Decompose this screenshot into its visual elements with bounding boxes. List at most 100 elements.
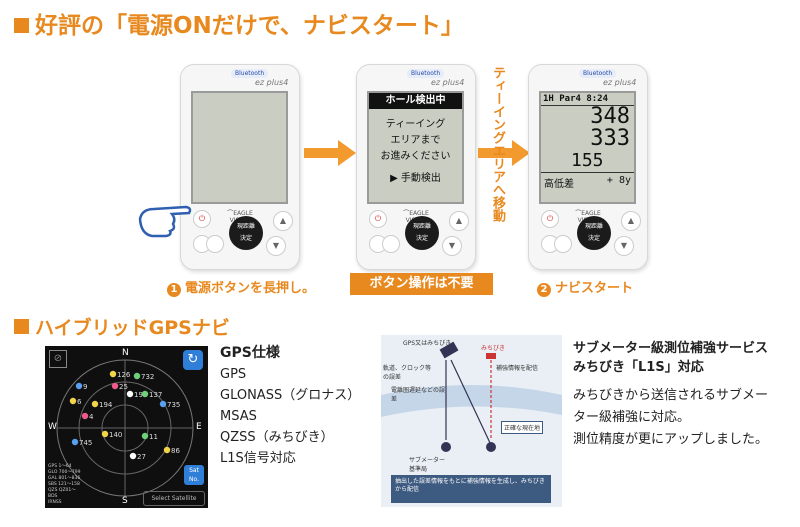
diagram-label: 正確な現在地 (501, 421, 544, 434)
signal-icon[interactable]: ⊘ (49, 350, 67, 368)
up-button: ▲ (273, 211, 293, 231)
down-button: ▼ (266, 236, 286, 256)
satellite-label: 86 (171, 447, 180, 455)
compass-n: N (122, 348, 129, 358)
satellite-label: 6 (77, 398, 82, 406)
satellite-dot (111, 382, 119, 390)
satellite-dot (101, 430, 109, 438)
satellite-label: 199 (134, 391, 147, 399)
move-to-teeing-text: ティーイングエリアへ移動 (490, 66, 505, 222)
down-button: ▼ (614, 236, 634, 256)
satellite-dot (133, 372, 141, 380)
bluetooth-badge: Bluetooth (579, 69, 617, 78)
satellite-label: 140 (109, 431, 122, 439)
satellite-label: 745 (79, 439, 92, 447)
gps-spec: GPS仕様 GPS GLONASS（グロナス） MSAS QZSS（みちびき） … (220, 343, 360, 469)
square-bullet-icon (14, 319, 29, 334)
satellite-dot (163, 446, 171, 454)
satellite-label: 735 (167, 401, 180, 409)
satellite-label: 732 (141, 373, 154, 381)
spec-title: GPS仕様 (220, 345, 280, 361)
refresh-icon[interactable]: ↻ (183, 350, 203, 370)
arrow-right-icon (304, 140, 356, 166)
diagram-label: GPS又はみちびき (403, 340, 452, 347)
satellite-dot (75, 382, 83, 390)
jog-dial: 現距離決定 (577, 216, 611, 250)
satellite-dot (141, 432, 149, 440)
legend-item: GAL 801～836 (48, 476, 81, 481)
l1s-description: サブメーター級測位補強サービス みちびき「L1S」対応 みちびきから送信されるサ… (573, 339, 798, 451)
elevation-row: 高低差+ 8y (541, 172, 634, 192)
satellite-label: 9 (83, 383, 87, 391)
spec-item: GLONASS（グロナス） (220, 388, 361, 403)
screen-line: ティーイング (385, 119, 446, 130)
l1s-body: みちびきから送信されるサブメー ター級補強に対応。 測位精度が更にアップしました… (573, 388, 769, 447)
bluetooth-badge: Bluetooth (407, 69, 445, 78)
satellite-dot (81, 412, 89, 420)
up-button: ▲ (621, 211, 641, 231)
diagram-note: 抽出した誤差情報をもとに補強情報を生成し、みちびきから配信 (395, 478, 545, 493)
diagram-label: 軌道、クロック等の誤差 (383, 365, 432, 381)
voice-button (206, 235, 224, 253)
screen-line: お進みください (380, 151, 451, 162)
distance-center: 333 (590, 126, 630, 151)
power-button: ⏻ (193, 210, 211, 228)
screen-manual-detect: ▶ 手動検出 (390, 173, 441, 184)
l1s-subtitle: みちびき「L1S」対応 (573, 360, 704, 375)
brand-label: ez plus4 (255, 78, 289, 87)
satellite-label: 4 (89, 413, 94, 421)
hand-pointer-icon (138, 205, 192, 238)
satellite-label: 25 (119, 383, 128, 391)
power-button: ⏻ (369, 210, 387, 228)
square-bullet-icon (14, 18, 29, 33)
legend-item: GPS 1～64 (48, 464, 72, 469)
down-button: ▼ (442, 236, 462, 256)
compass-s: S (122, 496, 128, 506)
device-screen-blank (191, 91, 288, 204)
distance-front: 155 (571, 150, 604, 171)
spec-item: L1S信号対応 (220, 451, 296, 466)
section-title: ハイブリッドGPSナビ (14, 313, 230, 340)
satellite-dot (129, 452, 137, 460)
device-hole-detect: Bluetooth ez plus4 ホール検出中 ティーイング エリアまで お… (356, 64, 476, 270)
satellite-label: 27 (137, 453, 146, 461)
diagram-label: みちびき (481, 345, 506, 352)
legend-item: QZS QZ01～ (48, 488, 76, 493)
spec-item: QZSS（みちびき） (220, 430, 334, 445)
up-button: ▲ (449, 211, 469, 231)
satellite-dot (159, 400, 167, 408)
voice-button (554, 235, 572, 253)
distance-back: 348 (590, 104, 630, 129)
satellite-label: 137 (149, 391, 162, 399)
compass-e: E (196, 422, 202, 432)
satellite-dot (141, 390, 149, 398)
compass-w: W (48, 422, 57, 432)
select-satellite-button[interactable]: Select Satellite (143, 491, 205, 506)
l1s-title: サブメーター級測位補強サービス (573, 341, 769, 356)
headline: 好評の「電源ONだけで、ナビスタート」 (14, 6, 464, 40)
jog-dial: 現距離決定 (405, 216, 439, 250)
brand-label: ez plus4 (431, 78, 465, 87)
satellite-dot (126, 390, 134, 398)
diagram-label: サブメーター基準局 (409, 457, 446, 473)
legend-item: BDS (48, 494, 58, 499)
screen-header: ホール検出中 (369, 93, 462, 109)
legend-item: IRNSS (48, 500, 62, 505)
legend-item: SBS 121～158 (48, 482, 80, 487)
satellite-label: 126 (117, 371, 131, 379)
diagram-label: 補強情報を配信 (496, 365, 539, 372)
legend-item: GLO 700～799 (48, 470, 81, 475)
jog-dial: 現距離決定 (229, 216, 263, 250)
augmentation-diagram: GPS又はみちびき みちびき 軌道、クロック等の誤差 補強情報を配信 電離圏遅延… (381, 335, 562, 507)
screen-line: エリアまで (390, 135, 441, 146)
satellite-dot (69, 397, 77, 405)
sat-number-button[interactable]: Sat No. (184, 465, 204, 485)
caption-no-button: ボタン操作は不要 (350, 273, 493, 295)
spec-item: GPS (220, 367, 247, 382)
bluetooth-badge: Bluetooth (231, 69, 269, 78)
